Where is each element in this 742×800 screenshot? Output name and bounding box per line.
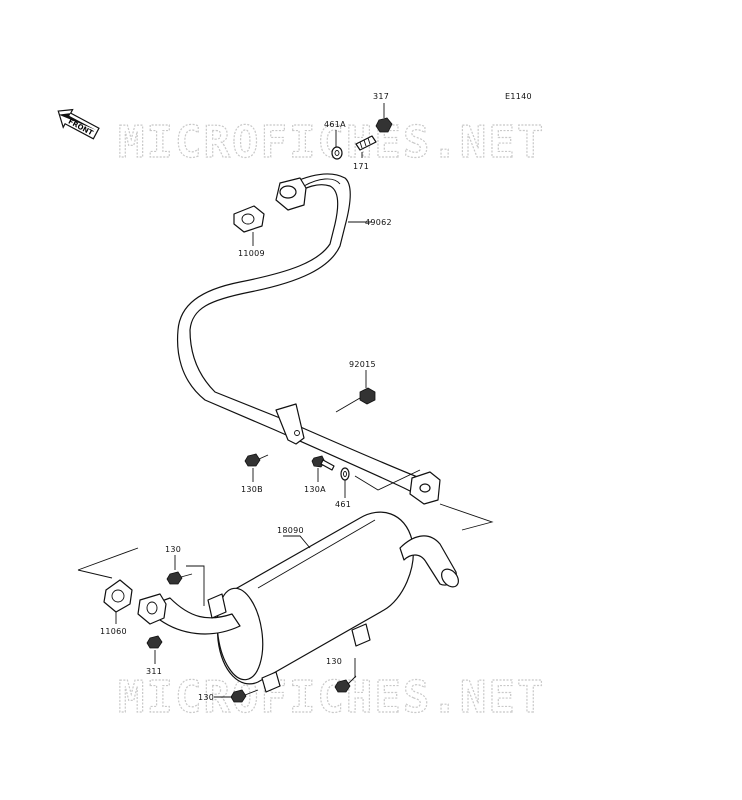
- callout-130A: 130A: [304, 485, 326, 494]
- callout-130-top: 130: [165, 545, 181, 554]
- callout-49062: 49062: [365, 218, 392, 227]
- callout-461A: 461A: [324, 120, 346, 129]
- bolt-130B[interactable]: [244, 453, 269, 467]
- exhaust-pipe-49062[interactable]: [176, 173, 441, 505]
- gasket-11060[interactable]: [103, 579, 133, 613]
- washer-461[interactable]: [340, 467, 350, 481]
- leader-lines: [77, 103, 494, 698]
- callout-11009: 11009: [238, 249, 265, 258]
- callout-11060: 11060: [100, 627, 127, 636]
- nut-92015[interactable]: [359, 387, 376, 405]
- washer-461A[interactable]: [331, 146, 343, 160]
- muffler-18090[interactable]: [137, 511, 462, 693]
- callout-311: 311: [146, 667, 162, 676]
- callout-130-right: 130: [326, 657, 342, 666]
- callout-461: 461: [335, 500, 351, 509]
- nut-317[interactable]: [375, 117, 393, 133]
- callout-18090: 18090: [277, 526, 304, 535]
- bolt-130-top[interactable]: [166, 571, 193, 585]
- nut-311[interactable]: [146, 635, 163, 649]
- watermark-top: MICROFICHES.NET: [118, 117, 545, 168]
- gasket-11009[interactable]: [233, 205, 265, 233]
- callout-317: 317: [373, 92, 389, 101]
- front-arrow-icon: FRONT: [57, 108, 100, 140]
- callout-92015: 92015: [349, 360, 376, 369]
- bolt-130A[interactable]: [311, 455, 335, 471]
- callout-171: 171: [353, 162, 369, 171]
- stud-171[interactable]: [355, 135, 377, 151]
- callout-130-bottom: 130: [198, 693, 214, 702]
- watermark-bottom: MICROFICHES.NET: [118, 672, 545, 723]
- callout-130B: 130B: [241, 485, 263, 494]
- diagram-code: E1140: [505, 92, 532, 101]
